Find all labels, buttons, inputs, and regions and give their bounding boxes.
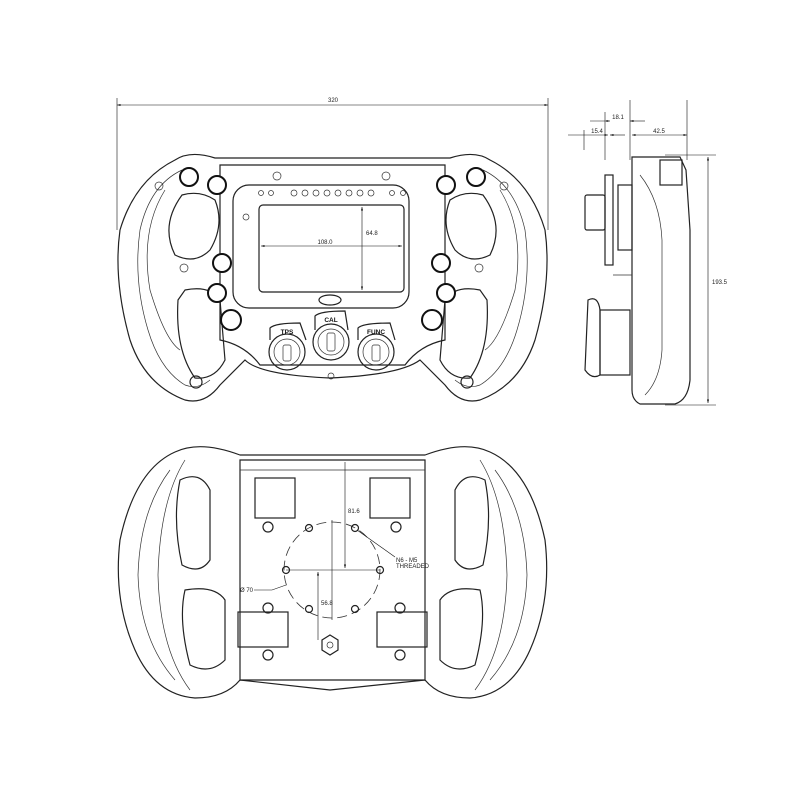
- switch-cal[interactable]: CAL: [312, 310, 350, 380]
- brand-logo: [318, 294, 342, 306]
- display-screen: [258, 204, 405, 293]
- mount-top-label: 81.6: [348, 509, 360, 515]
- mount-holes: [281, 523, 385, 614]
- thread-note-2: THREADED: [396, 564, 430, 570]
- button[interactable]: [207, 175, 227, 195]
- button[interactable]: [436, 175, 456, 195]
- screen-height-label: 64.8: [366, 231, 378, 237]
- width-dimension-label: 320: [328, 98, 339, 104]
- front-view: 320 108.0 64.8: [116, 98, 549, 402]
- button[interactable]: [421, 309, 443, 331]
- switch-label-tps: TPS: [281, 329, 294, 336]
- display-housing: [232, 184, 410, 309]
- switch-tps[interactable]: TPS: [268, 322, 307, 371]
- steering-buttons: [179, 167, 486, 331]
- button[interactable]: [220, 309, 242, 331]
- rear-outline: [117, 446, 548, 699]
- side-view: 15.4 18.1 42.5 193.5: [568, 100, 728, 406]
- bolt-circle-label: Ø 70: [240, 588, 254, 594]
- height-label: 193.5: [712, 280, 728, 286]
- offset-2-label: 18.1: [612, 115, 624, 121]
- button[interactable]: [431, 253, 451, 273]
- screen-width-label: 108.0: [317, 240, 333, 246]
- switch-label-func: FUNC: [367, 329, 385, 336]
- offset-1-label: 15.4: [591, 129, 603, 135]
- thread-note: N6 - M5: [396, 558, 418, 564]
- rear-view: 81.6 56.8 Ø 70 N6 - M5 THREADED: [117, 446, 548, 699]
- switch-label-cal: CAL: [324, 317, 337, 324]
- switch-func[interactable]: FUNC: [357, 322, 396, 371]
- mount-bottom-label: 56.8: [321, 601, 333, 607]
- wheel-outline: [117, 153, 548, 402]
- button[interactable]: [212, 253, 232, 273]
- shift-leds: [154, 171, 509, 273]
- button[interactable]: [466, 167, 486, 187]
- button[interactable]: [436, 283, 456, 303]
- depth-label: 42.5: [653, 129, 665, 135]
- button[interactable]: [207, 283, 227, 303]
- button[interactable]: [179, 167, 199, 187]
